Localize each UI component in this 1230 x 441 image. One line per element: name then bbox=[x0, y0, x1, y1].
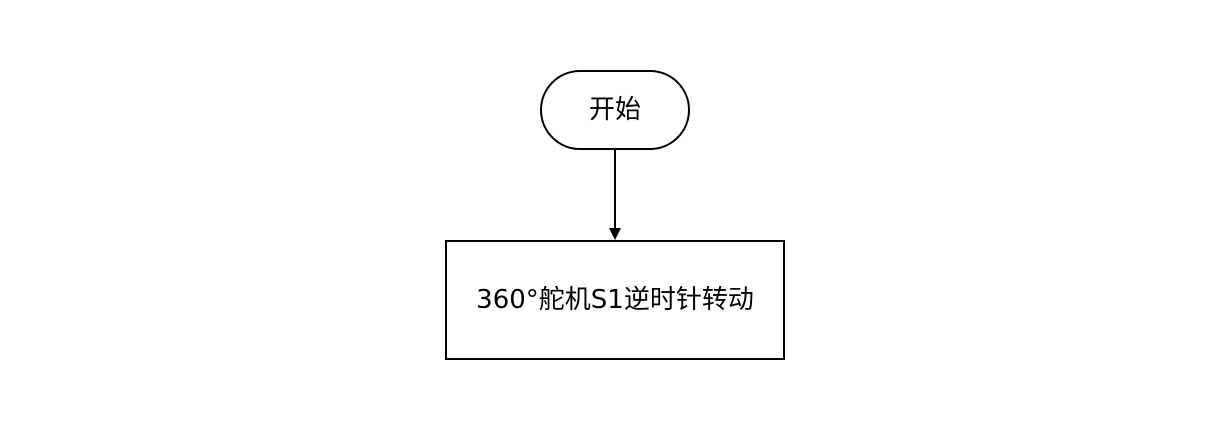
process-node: 360°舵机S1逆时针转动 bbox=[445, 240, 785, 360]
process-node-label: 360°舵机S1逆时针转动 bbox=[476, 285, 754, 315]
start-node-label: 开始 bbox=[588, 95, 641, 125]
start-node: 开始 bbox=[540, 70, 690, 150]
arrowhead bbox=[609, 228, 621, 240]
